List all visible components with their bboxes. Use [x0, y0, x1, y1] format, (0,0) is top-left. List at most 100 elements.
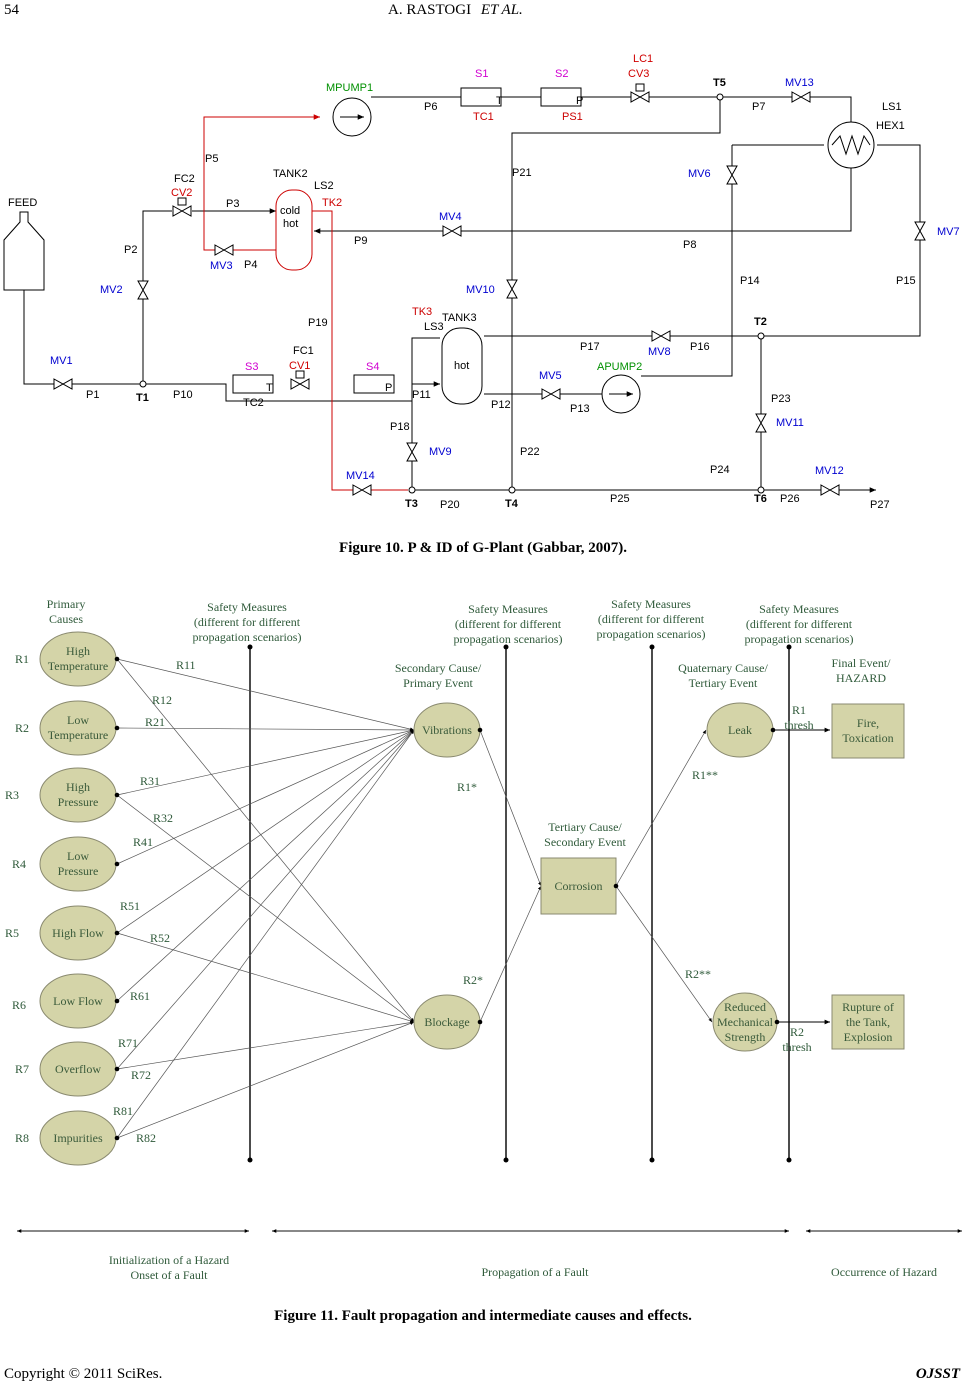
safety-measures-3: Safety Measures (different for different…: [596, 597, 706, 641]
mv5-label: MV5: [539, 370, 562, 382]
r1-label: R1: [15, 652, 30, 666]
footer-copyright: Copyright © 2011 SciRes.: [4, 1366, 163, 1382]
r8-label: R8: [15, 1131, 30, 1145]
p25-label: P25: [610, 493, 630, 505]
edge-r1-double-star: R1**: [692, 768, 719, 782]
phase-propagation: Propagation of a Fault: [481, 1265, 589, 1279]
r2-label: R2: [15, 721, 30, 735]
mv6-label: MV6: [688, 168, 711, 180]
s4-label: S4: [366, 361, 379, 373]
secondary-cause-title: Secondary Cause/ Primary Event: [394, 661, 482, 690]
page-number: 54: [4, 2, 19, 18]
ps1-label: PS1: [562, 111, 583, 123]
p23-label: P23: [771, 393, 791, 405]
mv9-valve-icon: [406, 442, 418, 462]
final-event-title: Final Event/ HAZARD: [831, 656, 891, 685]
p18-label: P18: [390, 421, 410, 433]
p15-label: P15: [896, 275, 916, 287]
r7-label: R7: [15, 1062, 30, 1076]
primary-causes-title: Primary Causes: [46, 597, 86, 626]
quaternary-cause-title: Quaternary Cause/ Tertiary Event: [678, 661, 768, 690]
mv1-valve-icon: [53, 378, 73, 390]
t6-label: T6: [754, 493, 767, 505]
tank3-label: TANK3: [442, 312, 477, 324]
p10-label: P10: [173, 389, 193, 401]
cause-label-low-flow: Low Flow: [53, 993, 103, 1008]
p21-label: P21: [512, 167, 532, 179]
hex1-label: HEX1: [876, 120, 905, 132]
fc2-label: FC2: [174, 173, 195, 185]
corrosion-label: Corrosion: [554, 878, 603, 893]
mv6-valve-icon: [726, 165, 738, 185]
p6-label: P6: [424, 101, 437, 113]
cv2-label: CV2: [171, 187, 192, 199]
edge-r32: R32: [153, 811, 174, 825]
tank3-icon: [441, 327, 483, 405]
lc1-label: LC1: [633, 53, 653, 65]
edge-r2-star: R2*: [463, 973, 484, 987]
p26-label: P26: [780, 493, 800, 505]
mv3-label: MV3: [210, 260, 233, 272]
r1-thresh-label: R1 thresh: [784, 703, 814, 732]
tk3-label: TK3: [412, 306, 432, 318]
mv4-label: MV4: [439, 211, 462, 223]
hex1-icon: [827, 121, 875, 169]
r4-label: R4: [12, 857, 27, 871]
mv13-valve-icon: [791, 91, 811, 103]
cause-label-high-pressure: High Pressure: [57, 780, 99, 809]
s4-sensor-icon: [353, 374, 395, 394]
phase-initialization: Initialization of a Hazard Onset of a Fa…: [108, 1253, 230, 1282]
r5-label: R5: [5, 926, 20, 940]
apump2-label: APUMP2: [597, 361, 642, 373]
mv8-valve-icon: [651, 330, 671, 342]
t3-label: T3: [405, 498, 418, 510]
running-title-authors: A. RASTOGI: [388, 2, 472, 18]
mv10-valve-icon: [506, 279, 518, 299]
edge-r71: R71: [118, 1036, 139, 1050]
edge-r21: R21: [145, 715, 166, 729]
pid-pipes: [23, 96, 921, 493]
p17-label: P17: [580, 341, 600, 353]
fc1-label: FC1: [293, 345, 314, 357]
mv7-valve-icon: [914, 221, 926, 241]
ls3-label: LS3: [424, 321, 444, 333]
cv2-valve-icon: [172, 205, 192, 217]
figure10-caption: Figure 10. P & ID of G-Plant (Gabbar, 20…: [339, 540, 627, 556]
mpump1-label: MPUMP1: [326, 82, 373, 94]
ls1-label: LS1: [882, 101, 902, 113]
cv1-valve-icon: [290, 378, 310, 390]
edge-r51: R51: [120, 899, 141, 913]
pid-diagram: FEED cold hot TANK2 LS2 TK2 hot TANK3 TK…: [3, 53, 960, 511]
p5-label: P5: [205, 153, 218, 165]
fire-label: Fire, Toxication: [842, 716, 894, 745]
mv14-valve-icon: [352, 484, 372, 496]
svg-text:T: T: [266, 382, 273, 394]
blockage-label: Blockage: [424, 1014, 470, 1029]
tank2-icon: [275, 189, 313, 271]
mv8-label: MV8: [648, 346, 671, 358]
p8-label: P8: [683, 239, 696, 251]
p16-label: P16: [690, 341, 710, 353]
tertiary-cause-title: Tertiary Cause/ Secondary Event: [544, 820, 626, 849]
t1-label: T1: [136, 392, 149, 404]
r6-label: R6: [12, 998, 27, 1012]
s1-label: S1: [475, 68, 488, 80]
tk2-label: TK2: [322, 197, 342, 209]
cv1-label: CV1: [289, 360, 310, 372]
phase-occurrence: Occurrence of Hazard: [831, 1265, 937, 1279]
p19-label: P19: [308, 317, 328, 329]
cv3-valve-icon: [630, 91, 650, 103]
edge-r31: R31: [140, 774, 161, 788]
p22-label: P22: [520, 446, 540, 458]
edge-r61: R61: [130, 989, 151, 1003]
svg-text:P: P: [576, 95, 583, 107]
edge-r52: R52: [150, 931, 171, 945]
s3-label: S3: [245, 361, 258, 373]
t5-label: T5: [713, 77, 726, 89]
edge-r11: R11: [176, 658, 196, 672]
mv9-label: MV9: [429, 446, 452, 458]
mv11-valve-icon: [755, 413, 767, 433]
cause-label-low-temperature: Low Temperature: [47, 713, 109, 742]
p7-label: P7: [752, 101, 765, 113]
tank2-label: TANK2: [273, 168, 308, 180]
